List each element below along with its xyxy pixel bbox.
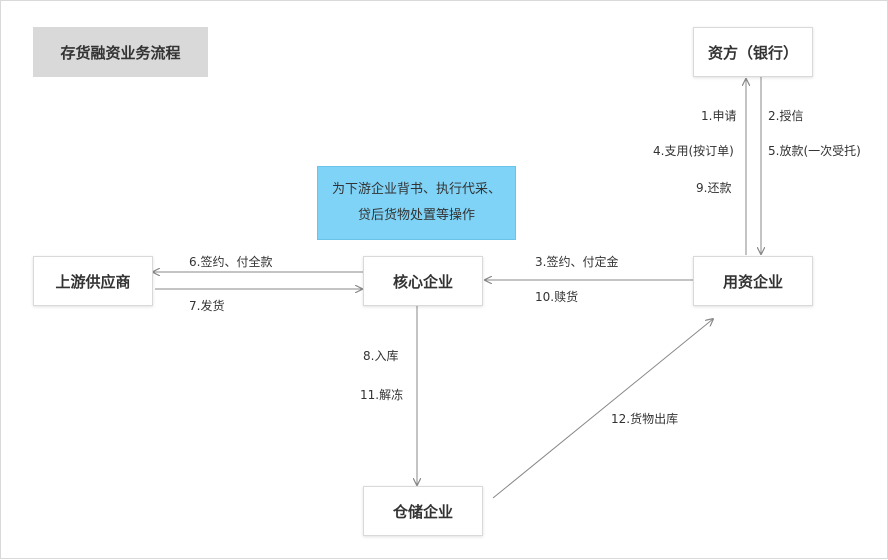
diagram-title: 存货融资业务流程 [33,27,208,77]
label-sign-deposit: 3.签约、付定金 [535,255,619,269]
label-drawdown: 4.支用(按订单) [653,144,734,158]
label-goods-out: 12.货物出库 [611,412,679,426]
label-sign-full-pay: 6.签约、付全款 [189,255,273,269]
label-ship: 7.发货 [189,299,225,313]
core-enterprise-note: 为下游企业背书、执行代采、贷后货物处置等操作 [317,166,516,240]
node-core-enterprise: 核心企业 [363,256,483,306]
label-redeem: 10.赎货 [535,290,579,304]
label-apply: 1.申请 [701,109,737,123]
node-warehouse: 仓储企业 [363,486,483,536]
label-loan-release: 5.放款(一次受托) [768,144,861,158]
label-credit-grant: 2.授信 [768,109,804,123]
node-upstream-supplier: 上游供应商 [33,256,153,306]
label-unfreeze: 11.解冻 [360,388,404,402]
node-bank: 资方（银行） [693,27,813,77]
node-borrower: 用资企业 [693,256,813,306]
label-repayment: 9.还款 [696,181,732,195]
arrow-warehouse-to-borrower [492,319,713,499]
label-stock-in: 8.入库 [363,349,399,363]
